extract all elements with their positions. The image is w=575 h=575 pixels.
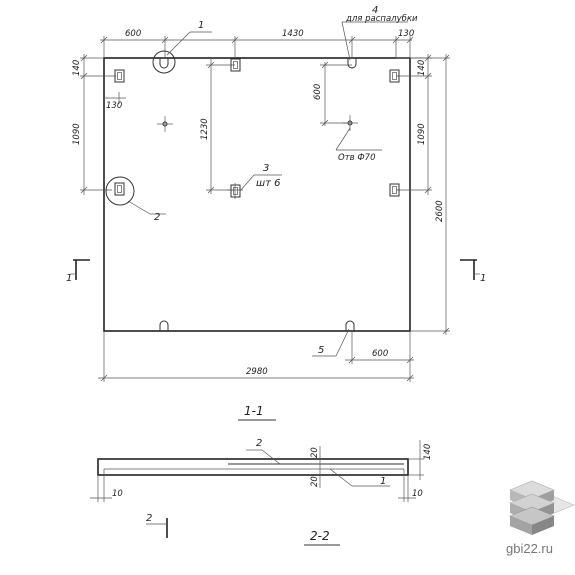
- dim-left-1090: 1090: [72, 123, 82, 145]
- lifting-loop: [347, 58, 357, 69]
- embedded-plate: [389, 183, 400, 197]
- section-title-1-1: 1-1: [244, 404, 264, 418]
- embedded-plate: [114, 69, 125, 83]
- callout-4: 4: [372, 5, 378, 16]
- sec-dim-10-left: 10: [112, 489, 123, 499]
- dim-right-1090: 1090: [417, 123, 427, 145]
- detail-circle-1: [152, 50, 176, 74]
- dim-left-130: 130: [106, 101, 122, 111]
- sec-dim-140: 140: [423, 444, 433, 460]
- section-title-2-2: 2-2: [310, 529, 330, 543]
- callout-3: 3: [263, 163, 269, 174]
- callout-1: 1: [198, 20, 204, 31]
- callout-3-qty: шт 6: [256, 178, 281, 189]
- lifting-loop: [159, 320, 169, 331]
- sec-callout-1: 1: [380, 476, 386, 487]
- callout-4-note: для распалубки: [345, 14, 418, 24]
- dim-right-140: 140: [417, 60, 427, 76]
- dim-bottom-600: 600: [372, 349, 388, 359]
- dim-bottom-2980: 2980: [246, 367, 268, 377]
- watermark-logo-icon: [509, 480, 575, 535]
- hole-marker: [342, 115, 358, 131]
- svg-text:1: 1: [480, 273, 486, 284]
- dim-top-600: 600: [125, 29, 141, 39]
- callout-2: 2: [154, 212, 160, 223]
- callout-5: 5: [318, 345, 324, 356]
- dim-left-140: 140: [72, 60, 82, 76]
- section-outline: [97, 458, 409, 476]
- dim-mid-1230: 1230: [200, 118, 210, 140]
- detail-circle-2: [105, 176, 135, 206]
- cut-marker-left: 1: [66, 259, 90, 284]
- lifting-loop: [345, 320, 355, 331]
- hole-note: Отв Ф70: [338, 153, 376, 163]
- watermark-site: gbi22.ru: [506, 541, 553, 556]
- sec-callout-2: 2: [256, 438, 262, 449]
- sec-dim-20-top: 20: [310, 447, 320, 458]
- sec-dim-10-right: 10: [412, 489, 423, 499]
- plan-view: 600 1430 130 140 1090 130 1230 600: [66, 5, 486, 382]
- svg-text:1: 1: [66, 273, 72, 284]
- cut-marker-right: 1: [460, 259, 486, 284]
- embedded-plate: [389, 69, 400, 83]
- hole-marker: [157, 116, 173, 132]
- dim-mid-600: 600: [313, 84, 323, 100]
- slab-outline: [103, 57, 411, 332]
- lifting-loop: [159, 58, 169, 69]
- svg-text:2: 2: [146, 513, 152, 524]
- sec-dim-20-bot: 20: [310, 476, 320, 487]
- cut-marker-2: 2: [146, 513, 168, 538]
- section-view: 20 20 140 10 10 2 1 2: [90, 438, 433, 538]
- dim-top-1430: 1430: [282, 29, 304, 39]
- embedded-plate: [114, 182, 125, 196]
- dim-right-2600: 2600: [435, 200, 445, 222]
- dim-top-130: 130: [398, 29, 414, 39]
- embedded-plate: [230, 184, 241, 198]
- embedded-plate: [230, 58, 241, 72]
